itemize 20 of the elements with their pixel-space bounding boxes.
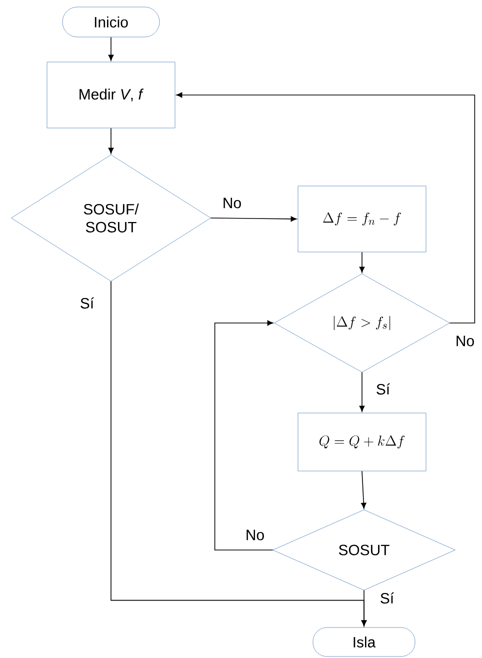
arrow [176, 92, 476, 324]
edge-label: Sí [80, 297, 94, 309]
arrow [214, 320, 274, 550]
edge-label: No [224, 198, 241, 208]
edge-label: No [246, 530, 264, 540]
arrow [361, 470, 366, 509]
arrow [359, 252, 365, 273]
edge-label: No [456, 336, 474, 346]
process-box: Medir V, f [46, 62, 176, 128]
arrow [359, 372, 365, 412]
edge-label: Sí [380, 592, 394, 604]
arrow [108, 128, 114, 154]
terminal-box: Isla [312, 627, 416, 657]
arrow [210, 216, 297, 222]
process-box: $\Delta f = f_n - f$ [298, 186, 426, 252]
terminal-box: Inicio [62, 6, 160, 38]
arrow [361, 590, 367, 626]
process-box: $Q = Q + k\Delta f$ [298, 412, 426, 472]
edge-label: Sí [376, 383, 390, 395]
arrow [108, 36, 114, 61]
